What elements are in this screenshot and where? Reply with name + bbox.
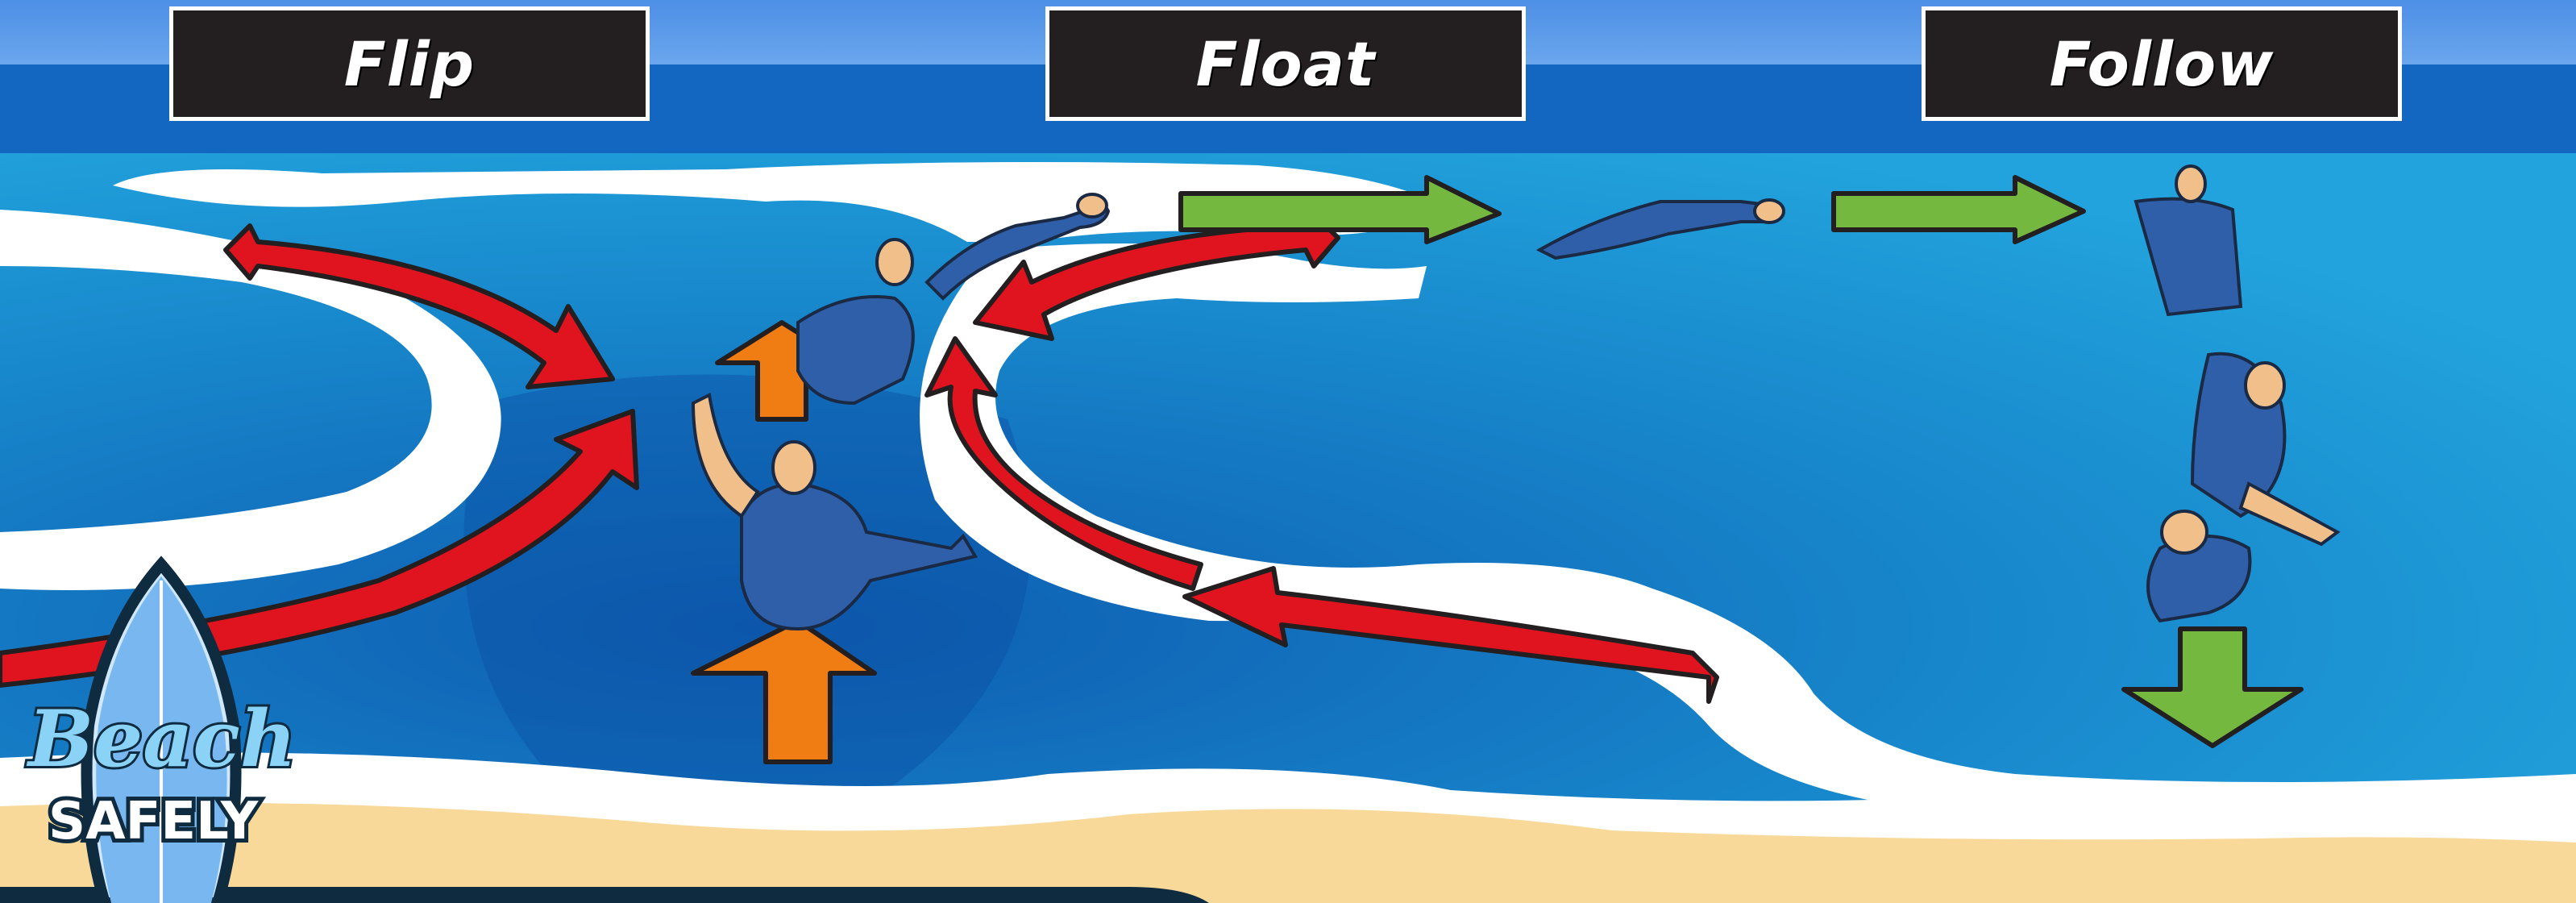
step-label-float: Float <box>1045 6 1526 121</box>
logo-line1: Beach <box>26 693 297 784</box>
step-title-follow: Follow <box>2050 28 2275 100</box>
step-label-follow: Follow <box>1922 6 2402 121</box>
logo-line2: SAFELY <box>48 792 259 851</box>
step-label-flip: Flip <box>169 6 650 121</box>
step-title-float: Float <box>1196 28 1376 100</box>
step-title-flip: Flip <box>344 28 475 100</box>
